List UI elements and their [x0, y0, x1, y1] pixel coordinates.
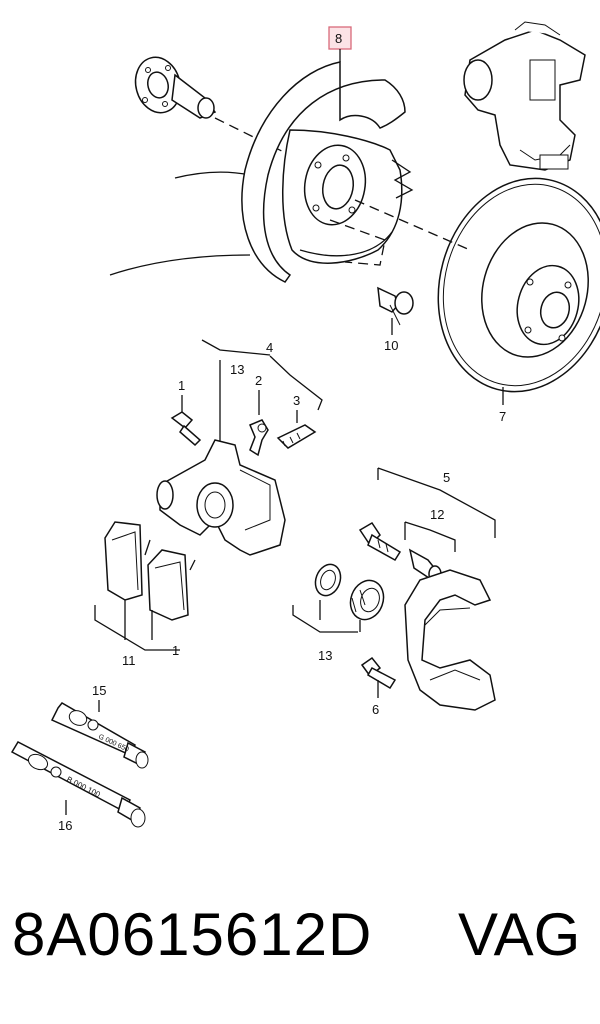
callout-16: 16 — [58, 818, 72, 833]
brake-pad-inner — [104, 521, 143, 601]
callout-13a: 13 — [230, 362, 244, 377]
guide-bolt — [358, 521, 402, 562]
footer: 8A0615612D VAG — [0, 900, 600, 990]
callout-6: 6 — [372, 702, 379, 717]
shield-to-disc-dash — [354, 199, 471, 251]
disc-hub-dash — [329, 219, 386, 266]
callout-15: 15 — [92, 683, 106, 698]
callout-13b: 13 — [318, 648, 332, 663]
bleeder-screw — [276, 424, 317, 449]
brand-name: VAG — [458, 901, 581, 968]
callout-1a: 1 — [178, 378, 185, 393]
fender-arc-upper — [174, 171, 251, 179]
brake-backing-plate — [241, 61, 414, 283]
bracket-11 — [94, 600, 180, 651]
callout-2: 2 — [255, 373, 262, 388]
callout-7: 7 — [499, 409, 506, 424]
callout-11: 11 — [122, 653, 136, 668]
piston-seal — [314, 563, 342, 597]
bracket-5 — [377, 467, 496, 538]
bolt-10 — [377, 286, 414, 326]
part-number: 8A0615612D — [12, 901, 373, 968]
caliper-housing — [156, 439, 286, 556]
callout-5: 5 — [443, 470, 450, 485]
carrier-bolt — [360, 656, 397, 690]
fender-arc-lower — [109, 254, 251, 276]
callout-4: 4 — [266, 340, 273, 355]
stub-axle — [134, 56, 217, 119]
callout-12: 12 — [430, 507, 444, 522]
bleeder-cap — [249, 419, 269, 457]
caliper-bolt — [170, 411, 202, 447]
callout-1b: 1 — [172, 643, 179, 658]
bracket-13b — [292, 600, 361, 633]
caliper-carrier — [404, 569, 496, 711]
caliper-assembly-top — [463, 21, 586, 171]
bracket-12 — [404, 521, 456, 552]
callout-3: 3 — [293, 393, 300, 408]
pad-clips — [144, 539, 196, 571]
callout-8: 8 — [335, 31, 342, 46]
brake-disc — [437, 177, 600, 393]
brake-pad-outer — [147, 549, 189, 621]
dust-boot — [349, 579, 385, 621]
bracket-4 — [201, 339, 323, 411]
grease-tube-15: G 000 650 — [50, 702, 149, 769]
callout-10: 10 — [384, 338, 398, 353]
